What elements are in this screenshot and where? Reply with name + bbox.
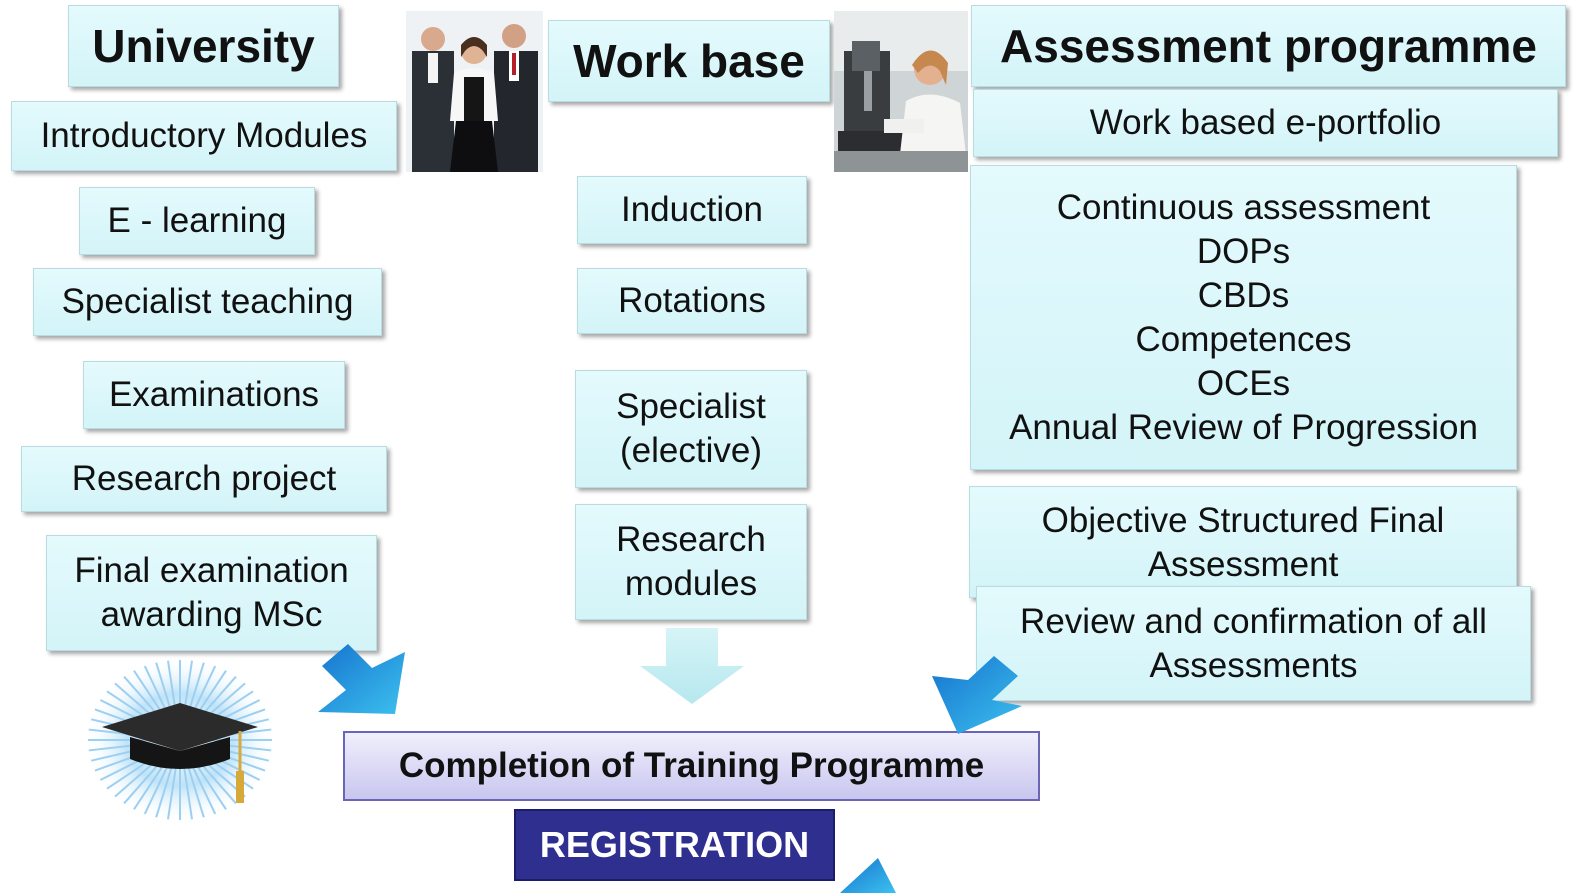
review-confirmation-line-2: Assessments [1149, 645, 1358, 685]
review-confirmation-box: Review and confirmation of all Assessmen… [976, 586, 1531, 701]
research-project-box: Research project [21, 446, 387, 512]
light-ray [197, 759, 237, 805]
final-examination-line-1: Final examination [74, 551, 349, 590]
continuous-assessment-line-6: Annual Review of Progression [1009, 407, 1478, 447]
specialist-elective-line-1: Specialist [616, 387, 766, 426]
light-ray [186, 764, 205, 818]
continuous-assessment-line-1: Continuous assessment [1056, 187, 1431, 227]
objective-structured-line-1: Objective Structured Final [1041, 501, 1445, 540]
light-ray [190, 665, 217, 717]
assessment-programme-heading: Assessment programme [971, 5, 1566, 87]
continuous-assessment-line-3: CBDs [1197, 275, 1290, 315]
light-ray [123, 759, 163, 805]
light-ray [182, 765, 193, 820]
specialist-elective-line-2: (elective) [620, 431, 762, 470]
induction-box: Induction [577, 176, 807, 244]
completion-of-training-programme: Completion of Training Programme [343, 731, 1040, 801]
light-ray [143, 665, 170, 717]
light-ray [186, 662, 205, 716]
continuous-assessment-box: Continuous assessment DOPs CBDs Competen… [970, 165, 1517, 470]
e-learning-box: E - learning [79, 187, 315, 255]
work-base-heading: Work base [548, 20, 830, 102]
arrow-workbase-to-completion [640, 628, 744, 704]
research-modules-box: Research modules [575, 504, 807, 620]
arrow-university-to-completion [318, 644, 405, 714]
review-confirmation-line-1: Review and confirmation of all [1020, 601, 1487, 641]
continuous-assessment-line-2: DOPs [1196, 231, 1291, 271]
specialist-teaching-box: Specialist teaching [33, 268, 382, 336]
light-ray [167, 765, 178, 820]
final-examination-box: Final examination awarding MSc [46, 535, 377, 651]
specialist-elective-box: Specialist (elective) [575, 370, 807, 488]
examinations-box: Examinations [83, 361, 345, 429]
light-ray [133, 761, 166, 810]
business-people-photo [406, 11, 543, 172]
continuous-assessment-line-4: Competences [1135, 319, 1352, 359]
objective-structured-line-2: Assessment [1147, 545, 1339, 584]
light-ray [155, 662, 174, 716]
lab-scientist-photo [834, 11, 968, 172]
light-ray [155, 764, 174, 818]
rotations-box: Rotations [577, 268, 807, 334]
graduation-cap-icon [82, 655, 278, 825]
light-ray [143, 763, 170, 815]
arrow-from-registration [840, 858, 896, 893]
continuous-assessment-line-5: OCEs [1196, 363, 1291, 403]
research-modules-line-2: modules [624, 564, 758, 603]
research-modules-line-1: Research [616, 520, 766, 559]
objective-structured-final-assessment-box: Objective Structured Final Assessment [969, 486, 1517, 598]
arrow-assessment-to-completion [932, 656, 1022, 734]
university-heading: University [68, 5, 339, 87]
introductory-modules-box: Introductory Modules [11, 101, 397, 171]
work-based-e-portfolio-box: Work based e-portfolio [973, 89, 1558, 157]
light-ray [190, 763, 217, 815]
light-ray [194, 761, 227, 810]
registration-box: REGISTRATION [514, 809, 835, 881]
final-examination-line-2: awarding MSc [100, 595, 323, 634]
